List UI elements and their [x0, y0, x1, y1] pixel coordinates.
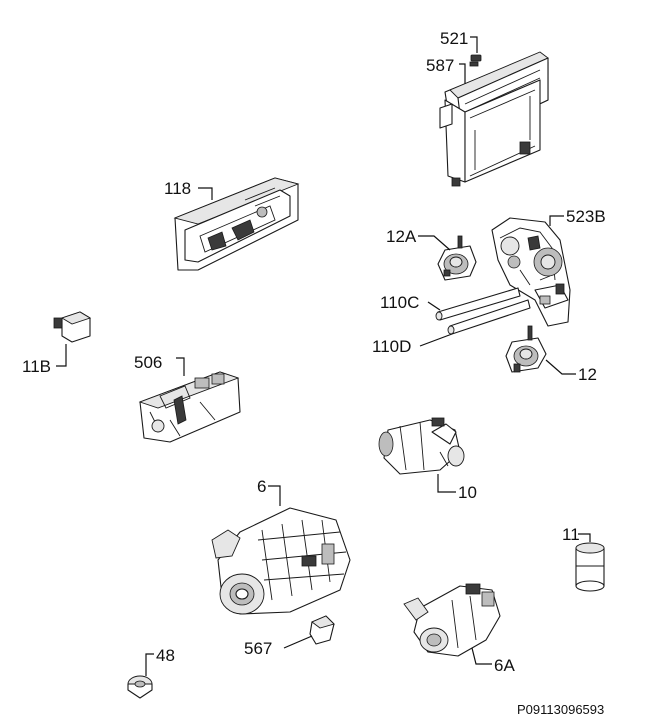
label-10: 10 — [458, 483, 477, 502]
label-521: 521 — [440, 29, 468, 48]
label-11B: 11B — [22, 357, 51, 376]
pressure-switch-part-12A[interactable] — [437, 235, 477, 281]
dispenser-part-118[interactable] — [173, 177, 300, 271]
label-48: 48 — [156, 646, 175, 665]
hose-part-110C[interactable] — [435, 287, 521, 321]
label-506: 506 — [134, 353, 162, 372]
hose-part-110D[interactable] — [447, 299, 531, 335]
label-6A: 6A — [494, 656, 515, 675]
fixing-part-48[interactable] — [127, 675, 153, 699]
pressure-switch-bracket-part-523B[interactable] — [491, 217, 571, 327]
small-fuse-part-521[interactable] — [470, 54, 482, 62]
drain-pump-part-6A[interactable] — [403, 583, 501, 657]
control-module-part-587[interactable] — [439, 51, 549, 187]
diagram-code: P09113096593 — [517, 702, 604, 717]
label-110D: 110D — [372, 337, 411, 356]
label-567: 567 — [244, 639, 272, 658]
pressure-switch-part-12[interactable] — [505, 325, 547, 373]
drain-part-10[interactable] — [378, 417, 465, 475]
cylinder-part-11[interactable] — [575, 542, 605, 592]
label-12A: 12A — [386, 227, 417, 246]
label-523B: 523B — [566, 207, 606, 226]
label-587: 587 — [426, 56, 454, 75]
small-part-567[interactable] — [309, 615, 335, 645]
label-12: 12 — [578, 365, 597, 384]
label-118: 118 — [164, 179, 191, 198]
relay-part-11B[interactable] — [53, 311, 92, 343]
label-6: 6 — [257, 477, 266, 496]
label-110C: 110C — [380, 293, 419, 312]
circulation-pump-part-6[interactable] — [211, 507, 351, 615]
door-lock-part-506[interactable] — [138, 371, 241, 443]
label-11: 11 — [562, 525, 580, 544]
